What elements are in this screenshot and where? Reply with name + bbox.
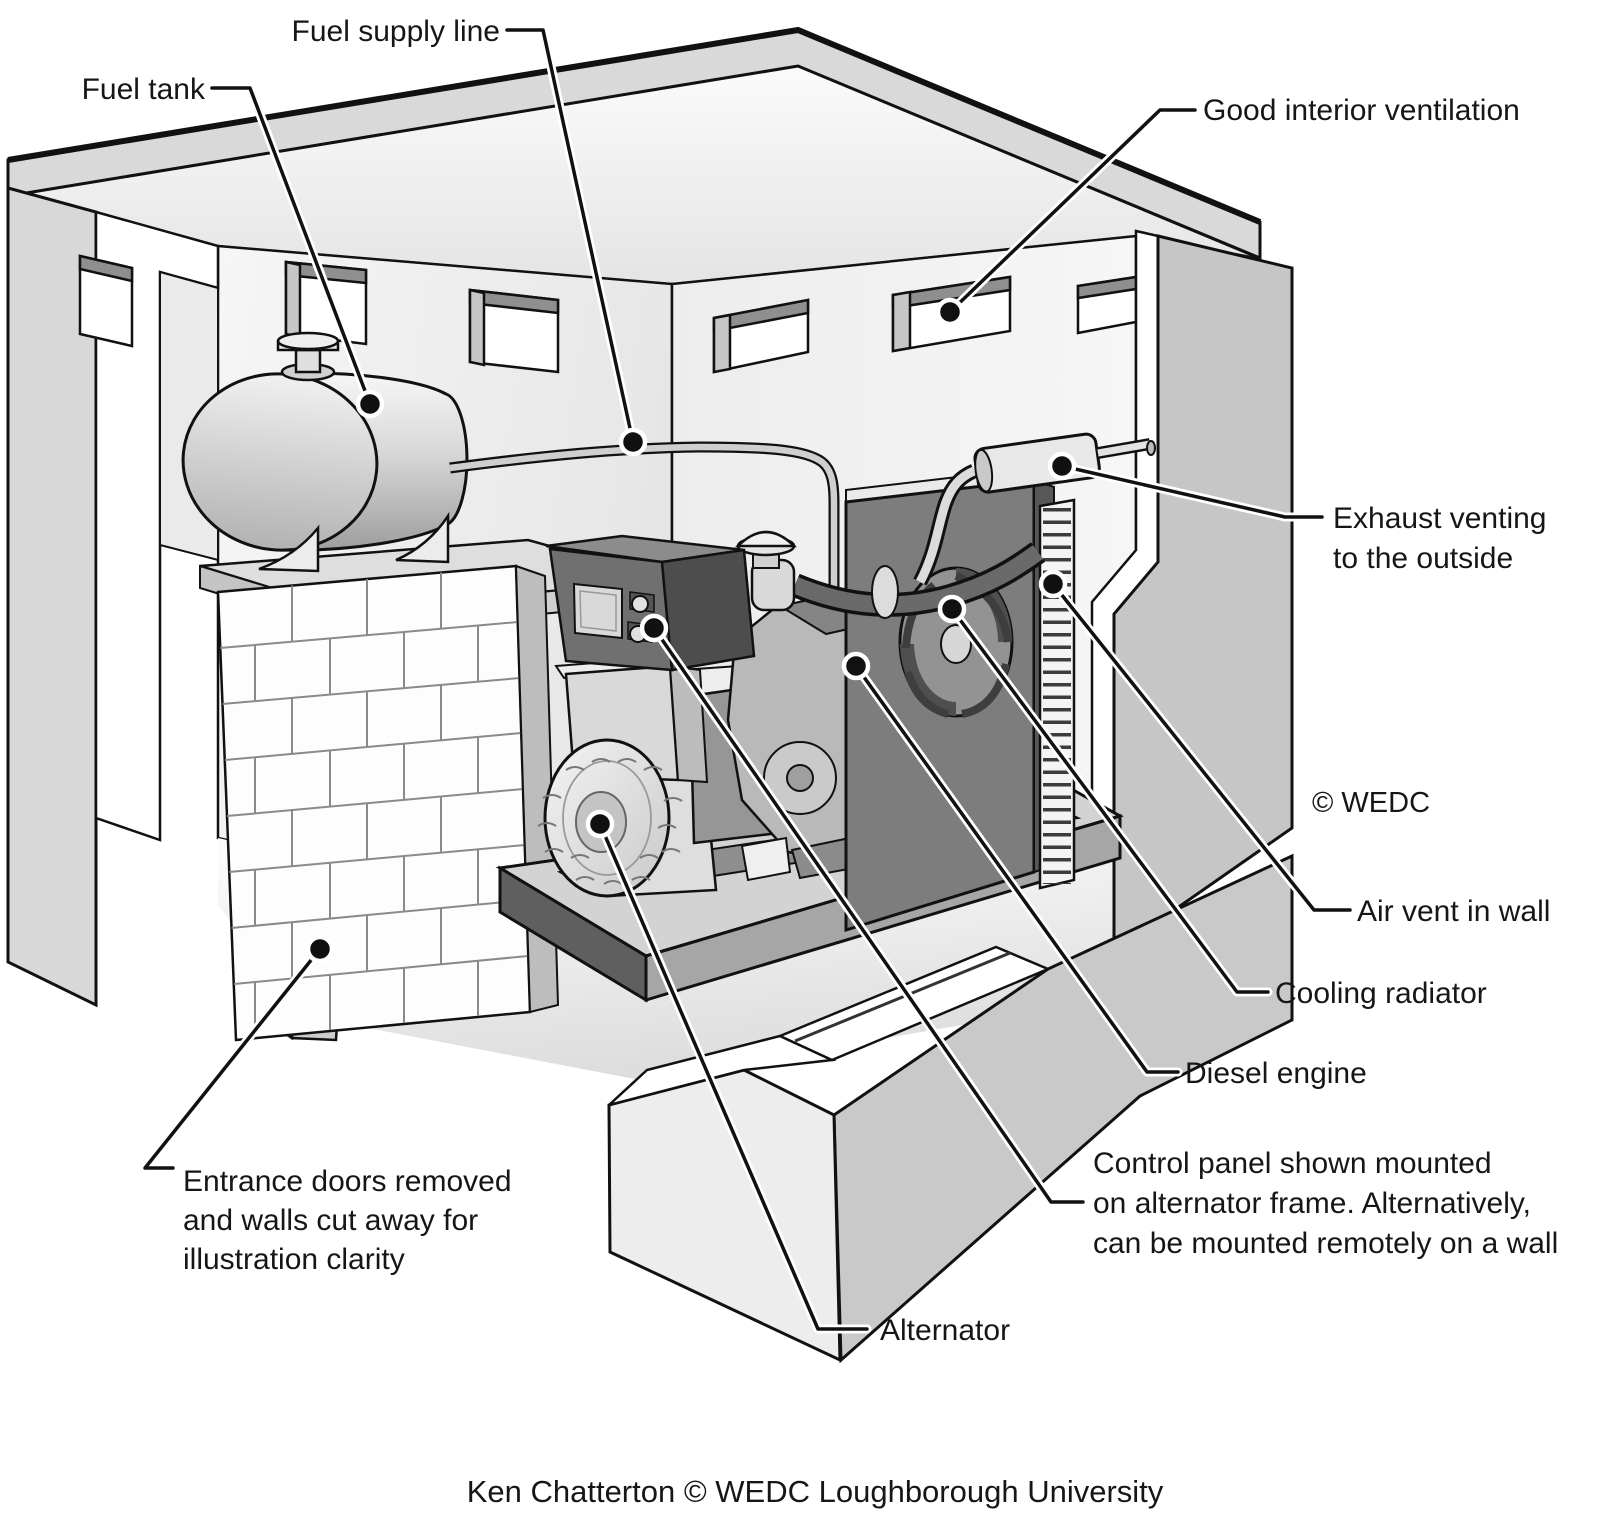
leader-diesel-engine	[854, 664, 1180, 1074]
tank-saddle	[395, 511, 450, 564]
dot-fuel-tank	[355, 389, 385, 419]
label-alternator: Alternator	[880, 1314, 1010, 1347]
control-panel	[545, 534, 756, 672]
tailpipe-tip	[1146, 440, 1156, 456]
label-control-line2: on alternator frame. Alternatively,	[1093, 1187, 1531, 1220]
exhaust-tailpipe	[1097, 440, 1151, 457]
leader-lines	[140, 25, 1355, 1334]
panel-screen-inner	[579, 590, 617, 632]
label-cooling-radiator: Cooling radiator	[1275, 977, 1487, 1010]
leader-cooling-radiator	[950, 607, 1270, 994]
vent-slot-reveal	[891, 290, 912, 353]
dot-exhaust	[1047, 451, 1077, 481]
vent-slots-back-right	[712, 275, 1138, 374]
drum-louvers	[537, 758, 683, 885]
leader-fuel-supply-line	[505, 28, 635, 444]
hose-clamp-ring	[871, 565, 899, 619]
cable-trench-edge	[794, 951, 1011, 1043]
label-entrance-line1: Entrance doors removed	[183, 1165, 512, 1198]
leader-air-vent	[1051, 582, 1352, 912]
label-air-vent-in-wall: Air vent in wall	[1357, 895, 1550, 928]
dot-cooling-radiator	[937, 594, 967, 624]
panel-knob	[631, 595, 649, 613]
vent-slot-reveal	[712, 313, 732, 374]
fuel-supply-pipe	[449, 441, 840, 592]
label-exhaust-venting: Exhaust venting to the outside	[1333, 502, 1555, 575]
engine-foot	[740, 836, 792, 882]
vent-slot-reveal	[468, 288, 486, 367]
label-fuel-supply-line: Fuel supply line	[292, 15, 500, 48]
label-control-line1: Control panel shown mounted	[1093, 1147, 1492, 1180]
leader-control-panel	[652, 626, 1085, 1204]
vent-slot-reveal	[284, 260, 302, 339]
labels: Fuel supply line Fuel tank Good interior…	[82, 15, 1559, 1509]
fan-shroud-segment	[956, 568, 1012, 642]
dot-fuel-supply-line	[618, 427, 648, 457]
mushroom-cap-dome	[734, 530, 798, 548]
label-diesel-engine: Diesel engine	[1185, 1057, 1367, 1090]
dot-air-vent	[1038, 569, 1068, 599]
plinth-left-end	[498, 865, 648, 1003]
label-entrance-line3: illustration clarity	[183, 1243, 405, 1276]
panel-screen	[572, 582, 623, 640]
exhaust-system	[913, 432, 1156, 586]
leader-dots	[305, 297, 1077, 964]
foundation-cutaway	[607, 853, 1294, 1364]
tank-saddle	[258, 524, 320, 573]
crank-pulley	[786, 764, 814, 792]
label-exhaust-line2: to the outside	[1333, 542, 1513, 575]
leader-exhaust	[1060, 464, 1324, 519]
fan-blades	[902, 572, 1012, 718]
fuel-tank-assembly	[181, 331, 673, 1042]
label-control-panel-note: Control panel shown mounted on alternato…	[1093, 1147, 1558, 1260]
vent-slots-back-left	[284, 260, 560, 374]
label-fuel-tank: Fuel tank	[82, 73, 206, 106]
silencer-end	[974, 448, 994, 493]
credit-line: Ken Chatterton © WEDC Loughborough Unive…	[467, 1474, 1164, 1509]
vent-slot-lintel	[78, 254, 134, 283]
label-entrance-line2: and walls cut away for	[183, 1204, 478, 1237]
exhaust-riser-pipe	[916, 466, 976, 585]
label-entrance-note: Entrance doors removed and walls cut awa…	[183, 1165, 520, 1276]
dot-alternator	[585, 809, 615, 839]
left-wall-outer-face	[6, 186, 98, 1008]
fan-hub	[940, 624, 972, 664]
label-wedc-copyright: © WEDC	[1312, 787, 1430, 819]
leader-good-ventilation	[948, 108, 1197, 314]
label-exhaust-line1: Exhaust venting	[1333, 502, 1546, 535]
brick-pattern	[219, 572, 529, 1037]
dot-control-panel	[639, 613, 669, 643]
fan-shroud-segment	[900, 644, 956, 716]
dot-entrance-note	[305, 934, 335, 964]
dot-diesel-engine	[841, 651, 871, 681]
leader-fuel-tank	[210, 86, 372, 406]
tank-filler-cap	[276, 331, 340, 382]
label-control-line3: can be mounted remotely on a wall	[1093, 1227, 1558, 1260]
leader-entrance-note	[143, 947, 322, 1170]
panel-side	[660, 548, 756, 672]
label-good-interior-ventilation: Good interior ventilation	[1203, 94, 1520, 127]
leader-alternator	[598, 822, 869, 1331]
dot-good-ventilation	[935, 297, 965, 327]
